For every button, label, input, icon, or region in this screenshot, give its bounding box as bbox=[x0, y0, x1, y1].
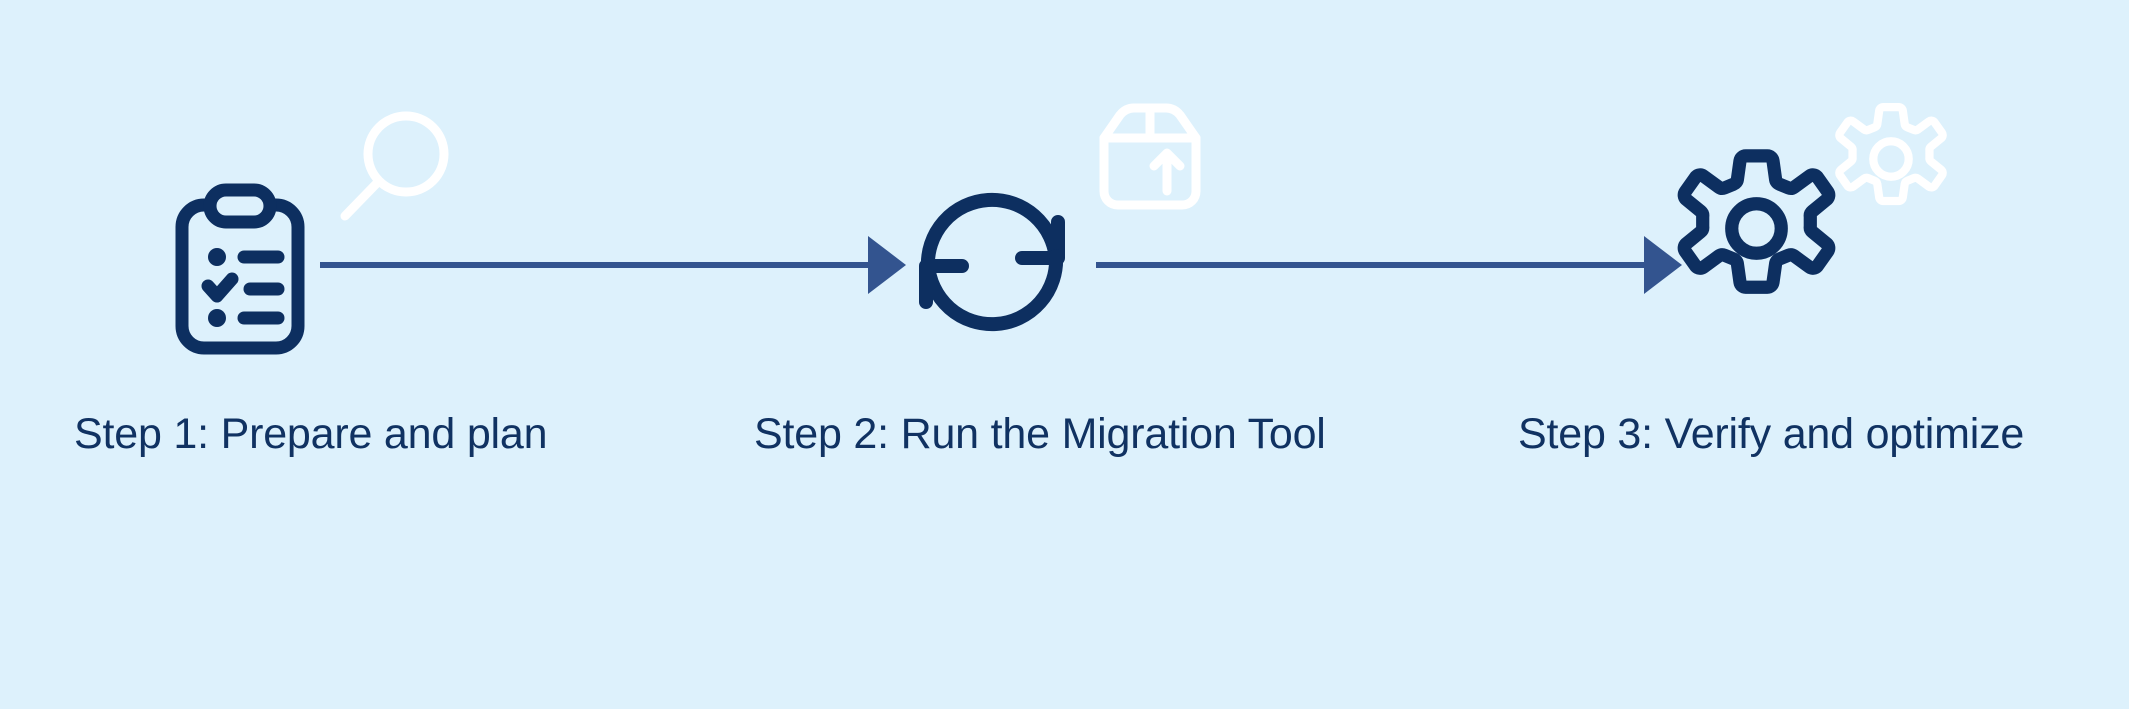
gear-large-hub bbox=[1725, 197, 1788, 260]
magnifying-glass-handle bbox=[340, 177, 383, 221]
gear-small-icon bbox=[1832, 100, 1950, 218]
checklist-checkmark bbox=[201, 272, 239, 303]
connector-arrow-1 bbox=[320, 236, 906, 294]
connector-arrow-2-head bbox=[1644, 236, 1682, 294]
gear-large-icon bbox=[1674, 146, 1839, 311]
package-body bbox=[1099, 133, 1201, 210]
step-2-label: Step 2: Run the Migration Tool bbox=[754, 410, 1326, 458]
gear-small-teeth bbox=[1835, 102, 1947, 206]
checklist-bullet-2 bbox=[208, 309, 226, 327]
connector-arrow-2 bbox=[1096, 236, 1682, 294]
connector-arrow-1-head bbox=[868, 236, 906, 294]
clipboard-checklist-icon bbox=[170, 183, 310, 360]
step-1-label: Step 1: Prepare and plan bbox=[74, 410, 548, 458]
magnifying-glass-icon bbox=[336, 108, 452, 226]
gear-small-hub bbox=[1869, 137, 1913, 181]
clipboard-clip bbox=[203, 183, 277, 229]
package-arrow-head bbox=[1149, 148, 1185, 171]
package-box-upload-icon bbox=[1098, 103, 1202, 214]
refresh-arrowhead-bottom bbox=[919, 259, 969, 309]
refresh-arc-bottom bbox=[921, 249, 1064, 332]
refresh-arc-top bbox=[920, 192, 1063, 275]
checklist-bullet-1 bbox=[208, 248, 226, 266]
refresh-sync-arrows-icon bbox=[912, 182, 1072, 342]
magnifying-glass-lens bbox=[363, 111, 449, 197]
gear-large-teeth bbox=[1677, 149, 1836, 294]
step-3-label: Step 3: Verify and optimize bbox=[1518, 410, 2025, 458]
